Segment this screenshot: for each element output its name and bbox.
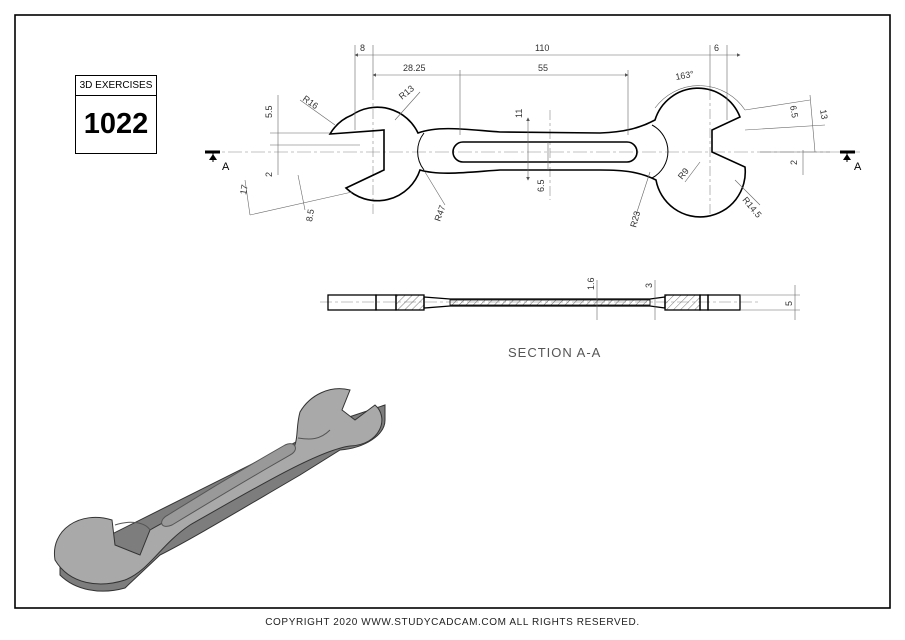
dim-8: 8 [360, 43, 365, 53]
left-head-outline [328, 87, 747, 218]
section-web-hatch [449, 299, 651, 306]
dim-1-6: 1.6 [586, 277, 596, 290]
section-left-end [327, 294, 377, 311]
dim-2-right: 2 [789, 160, 799, 165]
section-mark-left: A [222, 161, 230, 173]
dim-r9: R9 [676, 166, 691, 181]
dim-5: 5 [784, 301, 794, 306]
sheet-border [14, 14, 891, 609]
dim-6-5-right: 6.5 [788, 105, 800, 119]
dim-r13: R13 [397, 83, 416, 101]
section-label: SECTION A-A [508, 345, 601, 360]
section-right-hatch [664, 294, 701, 311]
dim-6: 6 [714, 43, 719, 53]
section-right-end [707, 294, 741, 311]
section-mark-right: A [854, 161, 862, 173]
section-view [320, 294, 760, 311]
section-dimensions [596, 280, 800, 320]
wrench-slot [161, 443, 296, 527]
copyright-text: COPYRIGHT 2020 WWW.STUDYCADCAM.COM ALL R… [265, 617, 640, 628]
dim-110: 110 [535, 43, 549, 53]
title-block: 3D EXERCISES 1022 [75, 75, 157, 154]
dim-5-5: 5.5 [264, 105, 274, 118]
center-slot [452, 141, 638, 163]
section-left-head [375, 294, 397, 311]
section-left-hatch [395, 294, 425, 311]
dim-13: 13 [818, 109, 830, 121]
section-right-head [699, 294, 709, 311]
top-view [205, 87, 860, 218]
dim-r23: R23 [628, 210, 642, 229]
section-markers: A A [205, 150, 862, 173]
isometric-wrench [54, 388, 386, 592]
dim-163: 163° [675, 69, 695, 82]
dimension-lines [244, 45, 830, 219]
title-block-header: 3D EXERCISES [76, 76, 156, 96]
dim-r47: R47 [432, 204, 447, 223]
dim-6-5: 6.5 [536, 179, 546, 192]
dim-8-5: 8.5 [304, 208, 316, 222]
dim-r14-5: R14.5 [740, 195, 763, 220]
wrench-top-face [54, 388, 383, 585]
dim-55: 55 [538, 63, 548, 73]
dim-r16: R16 [301, 93, 320, 111]
dimension-texts: 8 110 6 28.25 55 163° R16 R13 5.5 2 17 8… [238, 43, 829, 229]
dim-11: 11 [514, 109, 524, 118]
exercise-number: 1022 [83, 108, 149, 140]
dim-28-25: 28.25 [403, 63, 426, 73]
dim-2-left: 2 [264, 172, 274, 177]
dim-3: 3 [644, 283, 654, 288]
dim-17: 17 [238, 184, 250, 196]
